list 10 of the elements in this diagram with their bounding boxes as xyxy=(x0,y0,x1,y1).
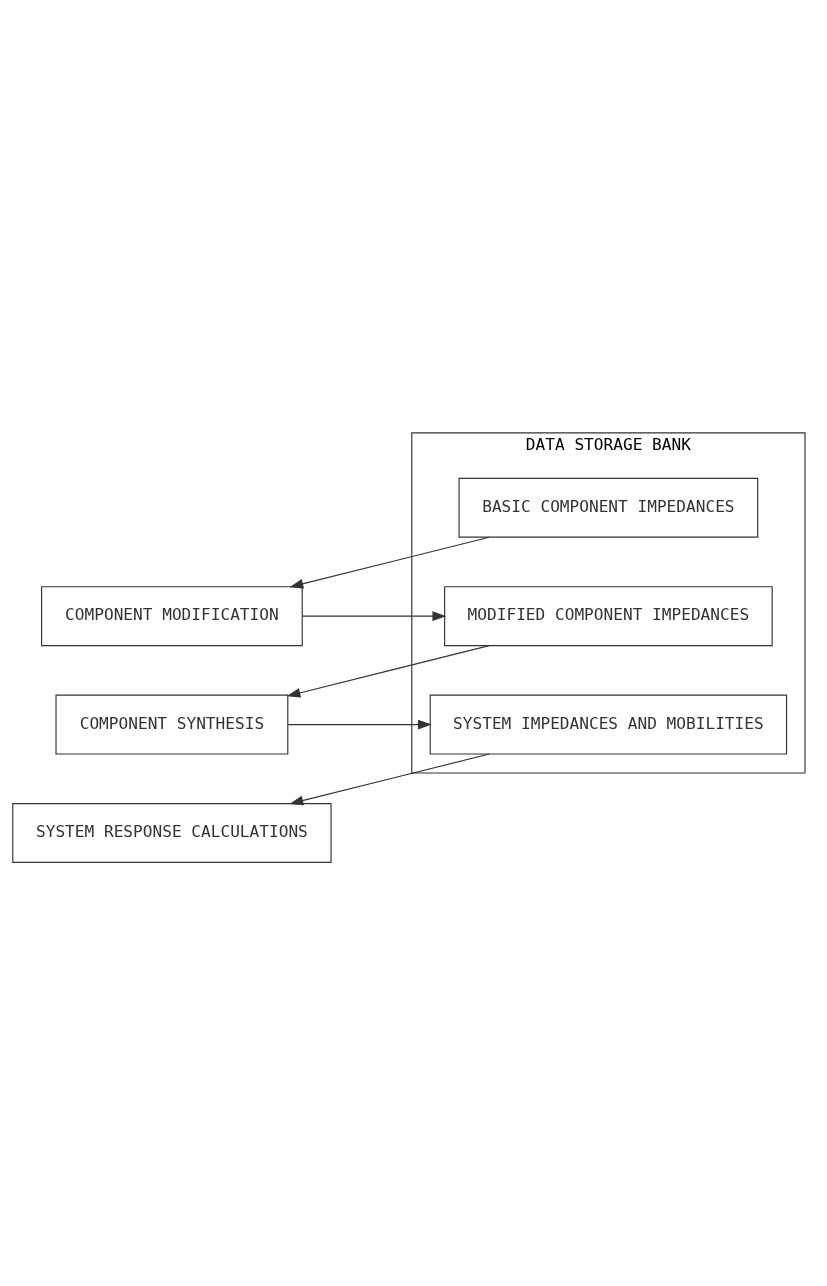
node-box: SYSTEM IMPEDANCES AND MOBILITIES xyxy=(429,694,788,755)
node-box: SYSTEM RESPONSE CALCULATIONS xyxy=(12,803,332,863)
arrow xyxy=(287,719,432,730)
arrow xyxy=(289,536,490,589)
node-box: COMPONENT MODIFICATION xyxy=(41,586,303,647)
node-box: BASIC COMPONENT IMPEDANCES xyxy=(458,477,759,538)
arrow xyxy=(286,645,490,698)
node-box: COMPONENT SYNTHESIS xyxy=(55,694,289,755)
node-box: MODIFIED COMPONENT IMPEDANCES xyxy=(444,586,773,647)
arrow xyxy=(301,611,447,622)
